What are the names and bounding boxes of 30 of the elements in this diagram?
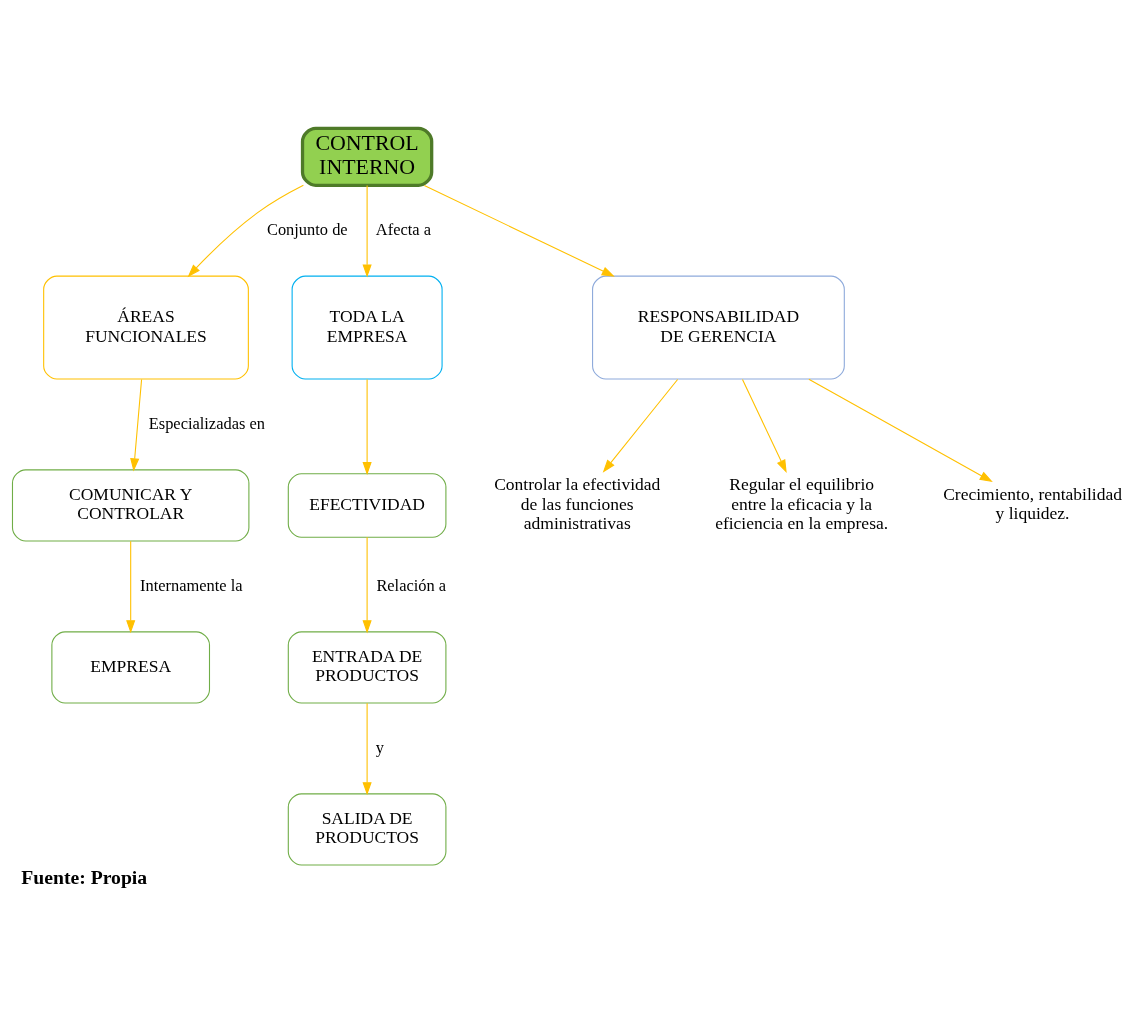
edge-label: Relación a: [376, 575, 447, 595]
node-box: ÁREAS FUNCIONALES: [43, 275, 249, 380]
node-box: ENTRADA DE PRODUCTOS: [287, 630, 447, 704]
arrow: [362, 378, 372, 475]
edge-label: Conjunto de: [266, 219, 348, 239]
arrow: [130, 378, 143, 471]
arrow: [423, 184, 615, 277]
node-box: COMUNICAR Y CONTROLAR: [11, 468, 250, 542]
edge-label: Afecta a: [375, 219, 431, 239]
node-text: Controlar la efectividad de las funciones administrativas: [494, 473, 661, 533]
arrow: [187, 184, 304, 277]
edge-label: y: [375, 737, 385, 757]
node-box: EMPRESA: [51, 630, 211, 704]
caption: Fuente: Propia: [21, 865, 148, 888]
node-box: RESPONSABILIDAD DE GERENCIA: [592, 275, 845, 380]
node-text: Crecimiento, rentabilidad y liquidez.: [943, 483, 1122, 523]
node-box: CONTROL INTERNO: [300, 126, 434, 187]
arrow: [126, 540, 136, 633]
arrow: [602, 378, 679, 473]
node-box: SALIDA DE PRODUCTOS: [287, 792, 447, 866]
arrow: [741, 378, 787, 473]
edge-label: Internamente la: [139, 575, 243, 595]
node-box: EFECTIVIDAD: [287, 472, 447, 538]
arrow: [362, 702, 372, 795]
node-text: Regular el equilibrio entre la eficacia y la eficiencia en la empresa.: [715, 473, 889, 533]
arrow: [362, 184, 372, 278]
node-box: TODA LA EMPRESA: [291, 275, 443, 380]
edge-label: Especializadas en: [148, 413, 265, 433]
arrow: [362, 536, 372, 633]
arrow: [808, 378, 993, 482]
